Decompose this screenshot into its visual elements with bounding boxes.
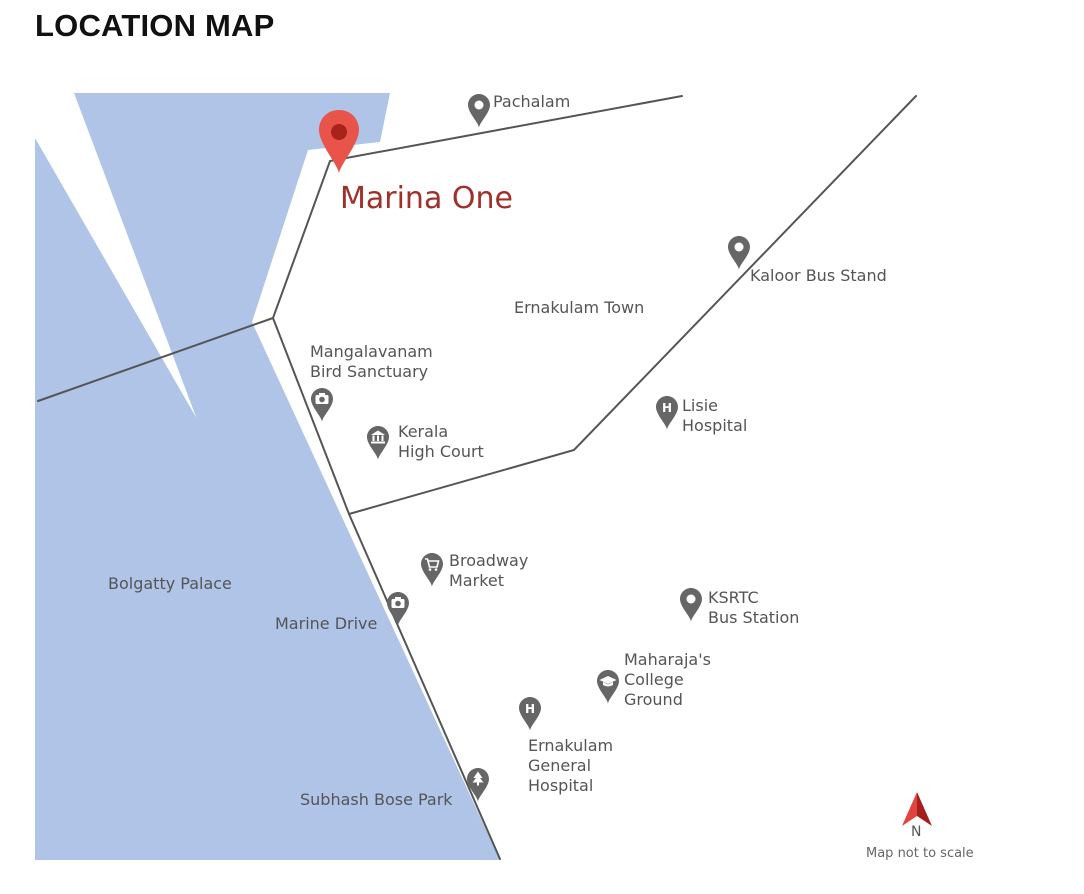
- label-maharajas-college-ground: Maharaja's College Ground: [624, 650, 711, 709]
- label-pachalam: Pachalam: [493, 92, 571, 111]
- camera-pin-icon: [387, 592, 409, 626]
- label-marine-drive: Marine Drive: [275, 614, 378, 633]
- hospital-pin-icon: H: [656, 396, 678, 430]
- shopping-cart-pin-icon: [421, 553, 443, 587]
- scale-note: Map not to scale: [866, 846, 974, 861]
- camera-pin-icon: [311, 388, 333, 422]
- label-ernakulam-town: Ernakulam Town: [514, 298, 645, 317]
- location-pin-icon: [728, 236, 750, 270]
- label-bolgatty-palace: Bolgatty Palace: [108, 574, 232, 593]
- road-west: [37, 317, 274, 402]
- compass-north-label: N: [911, 824, 922, 840]
- label-kerala-high-court: Kerala High Court: [398, 422, 484, 461]
- court-building-pin-icon: [367, 426, 389, 460]
- tree-pin-icon: [467, 768, 489, 802]
- label-mangalavanam: Mangalavanam Bird Sanctuary: [310, 342, 433, 381]
- road-kaloor: [348, 95, 917, 515]
- road-pachalam: [272, 95, 683, 319]
- location-pin-icon: [468, 94, 490, 128]
- hospital-pin-icon: H: [519, 697, 541, 731]
- label-lisie-hospital: Lisie Hospital: [682, 396, 748, 435]
- map-pin-icon: [319, 110, 359, 174]
- project-label: Marina One: [340, 181, 513, 216]
- label-ernakulam-general-hospital: Ernakulam General Hospital: [528, 736, 614, 795]
- label-subhash-bose-park: Subhash Bose Park: [300, 790, 453, 809]
- svg-text:H: H: [662, 401, 672, 415]
- page-title: LOCATION MAP: [35, 8, 275, 43]
- road-network: [37, 95, 917, 860]
- label-ksrtc-bus-station: KSRTC Bus Station: [708, 588, 800, 627]
- svg-text:H: H: [525, 702, 535, 716]
- location-pin-icon: [680, 588, 702, 622]
- label-broadway-market: Broadway Market: [449, 551, 529, 590]
- label-kaloor-bus-stand: Kaloor Bus Stand: [750, 266, 887, 285]
- water-body: [35, 93, 500, 860]
- north-arrow-icon: [902, 792, 932, 826]
- graduation-cap-pin-icon: [597, 670, 619, 704]
